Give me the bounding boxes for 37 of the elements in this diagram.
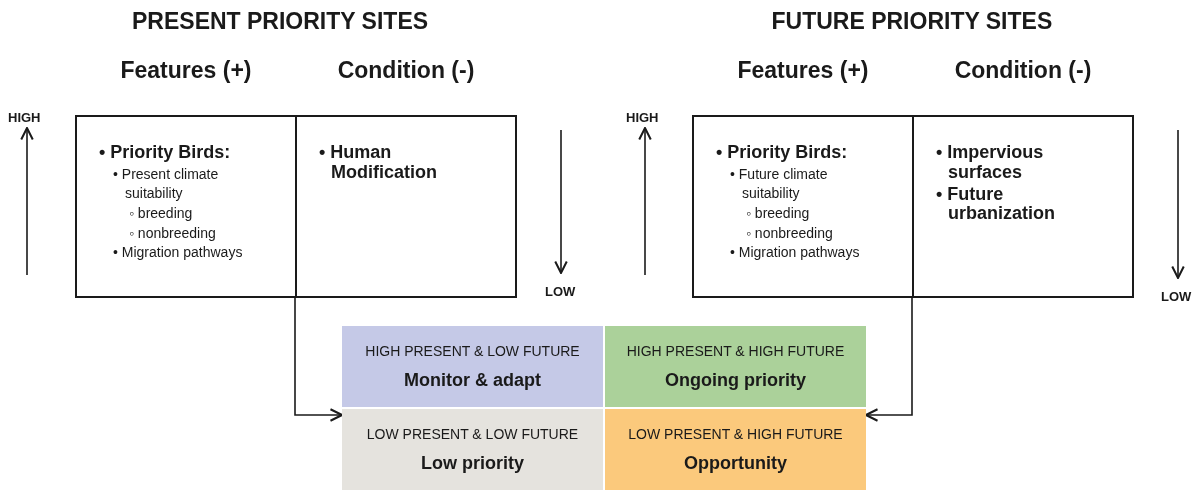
column-heading: Condition (-) (954, 57, 1092, 84)
bullet-item: ◦ breeding (746, 204, 811, 223)
quadrant-box (342, 326, 603, 407)
bullet-item: • Human Modification (319, 143, 438, 183)
column-heading: Features (+) (737, 57, 869, 84)
quadrant-criteria: LOW PRESENT & HIGH FUTURE (628, 426, 843, 442)
scale-label: HIGH (626, 110, 659, 125)
quadrant-box (605, 409, 866, 490)
quadrant-title: Opportunity (684, 453, 787, 474)
column-heading: Features (+) (120, 57, 252, 84)
quadrant-box (605, 326, 866, 407)
quadrant-title: Ongoing priority (665, 370, 806, 391)
bullet-item: • Migration pathways (730, 243, 861, 263)
bullet-item: • Future urbanization (936, 184, 1056, 225)
bullet-item: • Priority Birds: (99, 143, 232, 163)
bullet-item: • Future climate suitability (730, 164, 829, 204)
quadrant-criteria: HIGH PRESENT & LOW FUTURE (365, 343, 580, 359)
bullet-item: ◦ breeding (129, 204, 194, 223)
section-heading: PRESENT PRIORITY SITES (132, 8, 429, 35)
scale-label: LOW (545, 284, 576, 299)
bullet-item: • Priority Birds: (716, 143, 849, 163)
quadrant-box (342, 409, 603, 490)
bullet-item: • Present climate suitability (113, 164, 220, 204)
bullet-item: ◦ nonbreeding (129, 223, 217, 243)
bullet-item: ◦ nonbreeding (746, 223, 834, 243)
quadrant-criteria: HIGH PRESENT & HIGH FUTURE (626, 343, 845, 359)
quadrant-criteria: LOW PRESENT & LOW FUTURE (366, 426, 579, 442)
arrow (865, 297, 913, 422)
bullet-item: • Impervious surfaces (936, 143, 1045, 183)
scale-label: LOW (1161, 289, 1192, 304)
arrow (294, 297, 343, 422)
scale-label: HIGH (8, 110, 41, 125)
quadrant-title: Monitor & adapt (404, 370, 541, 391)
column-heading: Condition (-) (337, 57, 475, 84)
bullet-item: • Migration pathways (113, 243, 244, 263)
section-heading: FUTURE PRIORITY SITES (771, 8, 1053, 35)
quadrant-title: Low priority (421, 453, 524, 474)
